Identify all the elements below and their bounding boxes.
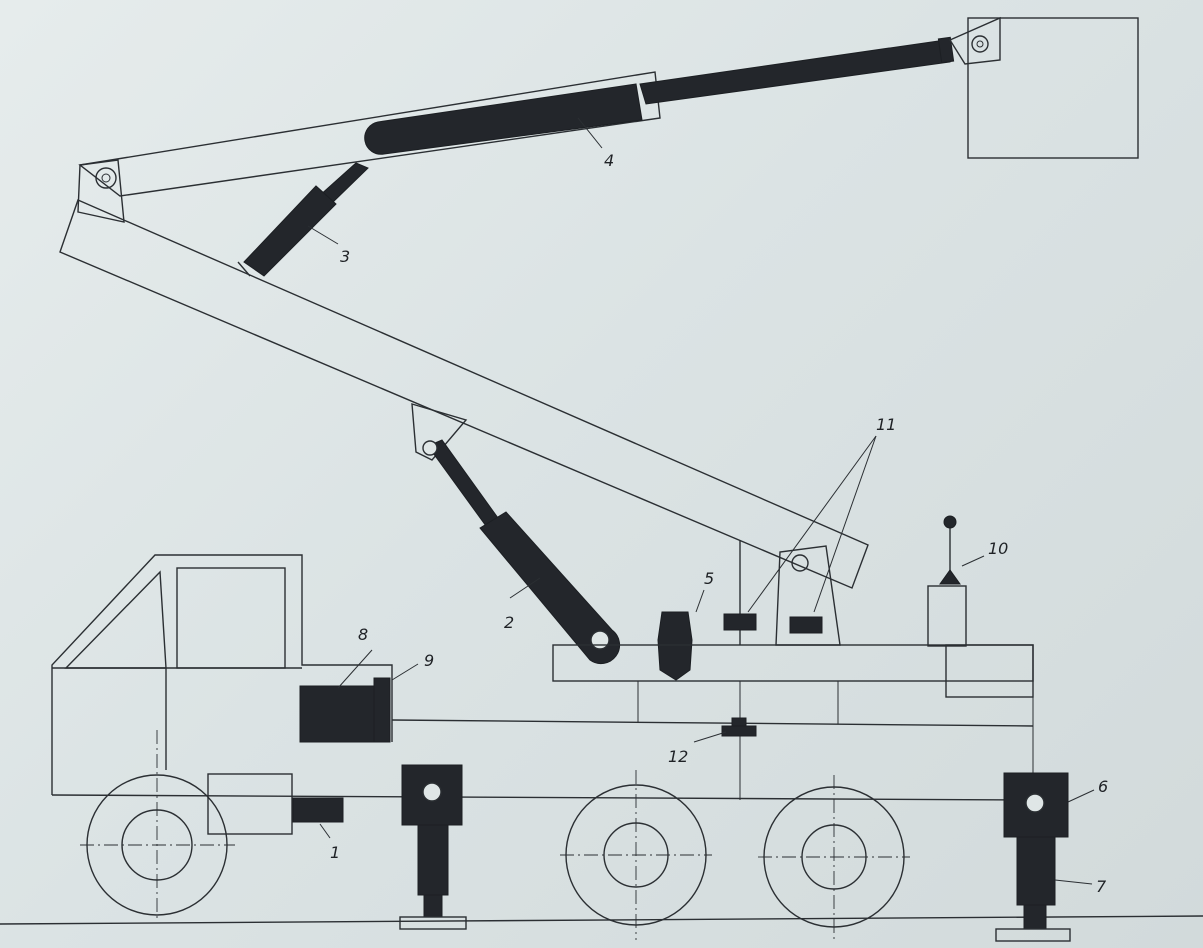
label-1: 1: [330, 843, 340, 862]
front-outrigger-hole: [422, 782, 442, 802]
component-12-top: [731, 717, 747, 727]
label-9: 9: [424, 651, 434, 670]
label-10: 10: [988, 539, 1008, 558]
component-8: [299, 685, 381, 743]
pivot-pin: [791, 554, 809, 572]
component-9: [373, 677, 391, 743]
label-2: 2: [504, 613, 514, 632]
sensor-11a: [723, 613, 757, 631]
label-6: 6: [1098, 777, 1108, 796]
front-outrigger-leg: [417, 824, 449, 896]
rear-wheel-2: [758, 775, 910, 940]
outrigger-6-hole: [1025, 793, 1045, 813]
control-lever-base: [939, 569, 961, 585]
platform-rear-block: [945, 644, 1034, 698]
sensor-11b: [789, 616, 823, 634]
outrigger-7: [1016, 836, 1056, 906]
outrigger-7-stem: [1023, 904, 1047, 930]
boom-extension-rod: [639, 39, 951, 105]
frame-upper-rail: [391, 719, 1034, 727]
hydraulic-cylinder-2-rod: [427, 439, 499, 527]
cylinder-2-bracket: [411, 403, 468, 461]
cab-window: [176, 567, 286, 669]
basket-pin: [971, 35, 989, 53]
cylinder-2-pin: [590, 630, 610, 650]
upper-boom: [78, 71, 661, 197]
boom-joint-bracket: [77, 159, 125, 223]
hydraulic-cylinder-4: [364, 83, 643, 155]
rotary-platform: [552, 644, 1034, 682]
boom-joint-pin: [95, 167, 117, 189]
hydraulic-cylinder-3: [243, 185, 337, 277]
rear-wheel-1: [560, 770, 712, 940]
truck-cab: [51, 554, 393, 795]
label-5: 5: [704, 569, 714, 588]
leader-lines: [307, 117, 1095, 885]
label-12: 12: [668, 747, 688, 766]
boom-rod-end: [937, 36, 955, 64]
engine-box: [207, 773, 293, 835]
component-5: [657, 611, 693, 681]
cylinder-2-top-pin: [422, 440, 438, 456]
label-7: 7: [1096, 877, 1107, 896]
cylinder-3-mount: [237, 261, 251, 277]
outrigger-7-pad: [995, 928, 1071, 942]
frame-lower-rail: [51, 794, 1034, 801]
front-outrigger-stem: [423, 894, 443, 918]
lower-boom: [59, 199, 869, 589]
label-4: 4: [604, 151, 614, 170]
ground-line: [0, 915, 1203, 925]
control-lever-knob: [943, 515, 957, 529]
hydraulic-cylinder-2: [479, 511, 621, 665]
label-8: 8: [358, 625, 368, 644]
work-basket: [967, 17, 1139, 159]
component-1: [292, 797, 344, 823]
front-wheel: [80, 730, 235, 920]
basket-bracket: [948, 16, 1001, 65]
label-11: 11: [876, 415, 896, 434]
front-outrigger-pad: [399, 916, 467, 930]
cab-windshield: [64, 570, 167, 669]
component-12: [721, 725, 757, 737]
control-box-10: [927, 585, 967, 647]
basket-pin-inner: [976, 40, 984, 48]
boom-joint-pin-inner: [101, 173, 111, 183]
label-3: 3: [340, 247, 350, 266]
